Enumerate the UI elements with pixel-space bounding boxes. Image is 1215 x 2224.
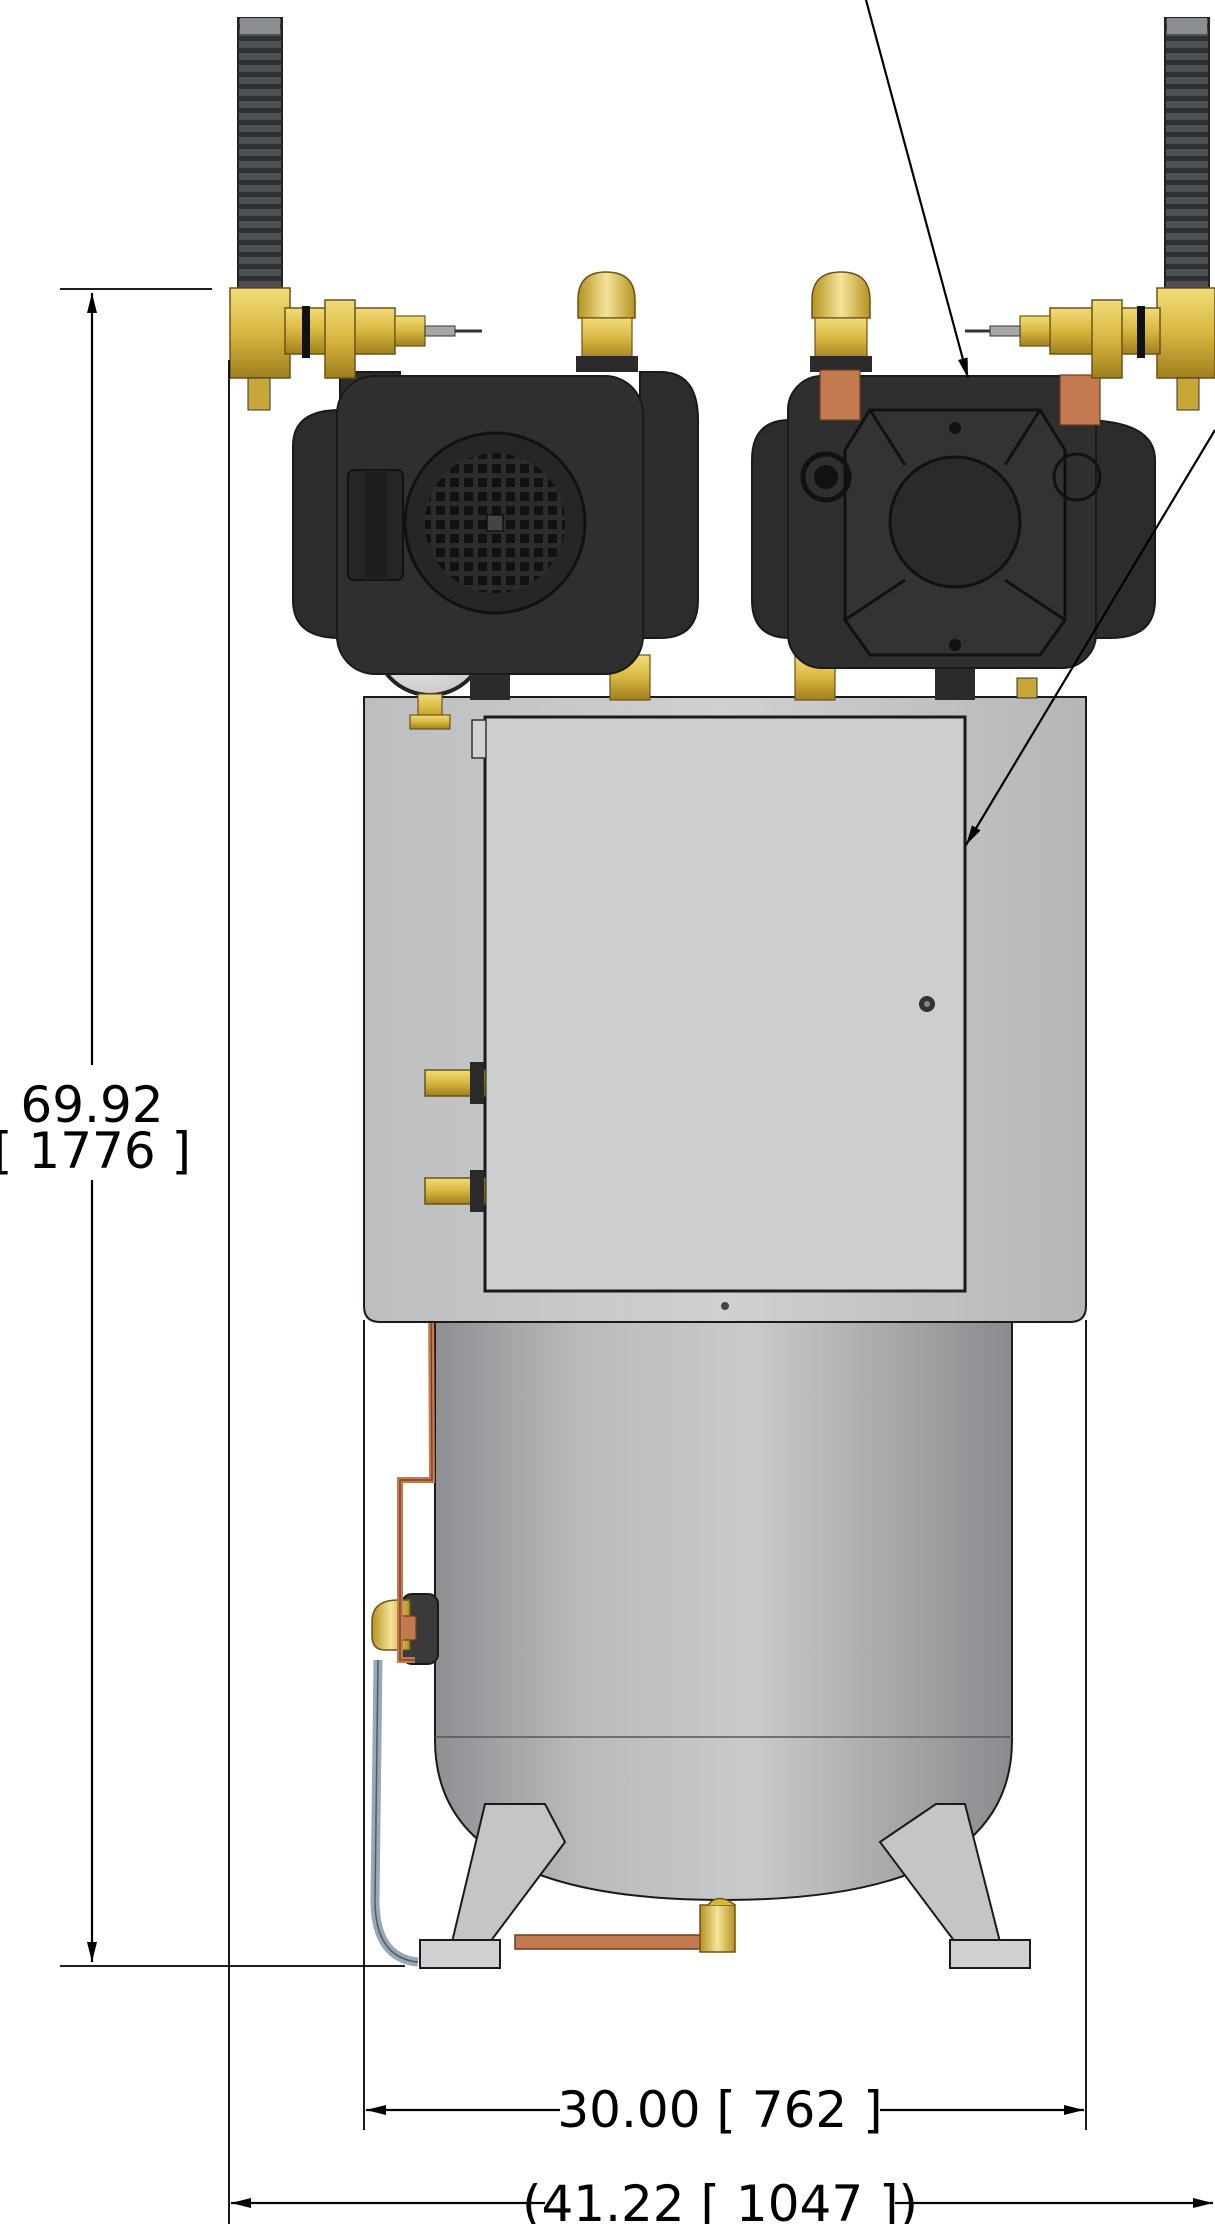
left-intake-assembly xyxy=(229,17,482,411)
tank-width-dimension: 30.00 [ 762 ] xyxy=(363,1320,1087,2139)
leader-lines xyxy=(864,0,1215,846)
valves xyxy=(424,1062,486,1212)
height-dimension-inch: 69.92 xyxy=(20,1076,163,1134)
compressor-machine xyxy=(229,17,1215,1969)
overall-width-dimension-text: (41.22 [ 1047 ]) xyxy=(522,2175,918,2224)
tank-side-fitting xyxy=(371,1593,439,1665)
leader-line-panel xyxy=(965,429,1215,846)
left-pump xyxy=(292,271,699,701)
height-dimension: 69.92 [ 1776 ] xyxy=(0,288,405,1967)
leader-line-pump xyxy=(864,0,970,379)
height-dimension-mm: [ 1776 ] xyxy=(0,1122,191,1180)
right-intake-assembly xyxy=(965,17,1215,411)
drain-hose xyxy=(370,1659,419,1967)
tank-legs xyxy=(419,1803,1031,1969)
tank-width-dimension-text: 30.00 [ 762 ] xyxy=(557,2081,882,2139)
overall-width-dimension: (41.22 [ 1047 ]) xyxy=(228,360,1213,2224)
control-panel xyxy=(363,696,1087,1323)
drain-pipe xyxy=(514,1897,736,1953)
right-pump xyxy=(751,271,1156,701)
